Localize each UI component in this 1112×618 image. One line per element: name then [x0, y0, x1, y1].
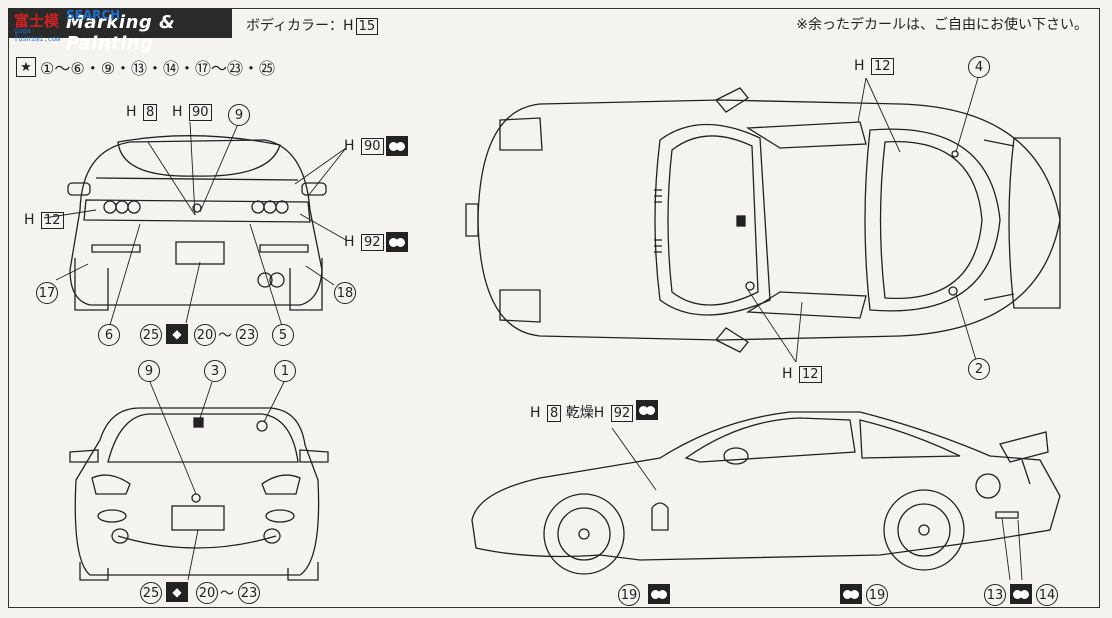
dot-paint-icon	[636, 400, 658, 420]
top-h12-bottom-num: 12	[798, 366, 822, 383]
side-callout-13: 13	[984, 584, 1006, 606]
side-callout-14: 14	[1036, 584, 1058, 606]
arrow-paint-icon: ◆	[166, 582, 188, 602]
top-h12-bottom-label: H 12	[782, 366, 822, 383]
front-callout-9: 9	[138, 360, 160, 382]
side-callout-19a: 19	[618, 584, 640, 606]
front-callout-3: 3	[204, 360, 226, 382]
rear-callout-18: 18	[334, 282, 356, 304]
rear-h12-num: 12	[40, 212, 64, 229]
watermark-search: SEARCH	[66, 8, 121, 22]
top-h12-top-num: 12	[870, 58, 894, 75]
rear-callout-23: 23	[236, 324, 258, 346]
decal-note: ※余ったデカールは、ご自由にお使い下さい。	[796, 17, 1088, 33]
dot-paint-icon	[386, 232, 408, 252]
rear-tilde: ～	[218, 328, 232, 344]
dot-paint-icon	[840, 584, 862, 604]
front-callout-23: 23	[238, 582, 260, 604]
page-title: Marking & Painting	[66, 12, 176, 54]
front-callout-25: 25	[140, 582, 162, 604]
rear-callout-17: 17	[36, 282, 58, 304]
rear-callout-5: 5	[272, 324, 294, 346]
watermark-url: gaga-fushimi.com	[14, 27, 61, 43]
front-tilde: ～	[220, 586, 234, 602]
rear-h8-num: 8	[142, 104, 158, 121]
side-paint-label: H 8 乾燥H 92	[530, 402, 634, 422]
side-dry-label: 乾燥	[565, 405, 594, 421]
header-bar: Marking & Painting	[8, 8, 232, 54]
dot-paint-icon	[386, 136, 408, 156]
side-h8-num: 8	[546, 405, 562, 422]
top-callout-4: 4	[968, 56, 990, 78]
rear-h90-top-num: 90	[188, 104, 212, 121]
rear-callout-6: 6	[98, 324, 120, 346]
rear-h92-num: 92	[360, 234, 384, 251]
rear-h90-right-label: H 90	[344, 138, 384, 155]
rear-h92-label: H 92	[344, 234, 384, 251]
top-h12-top-label: H 12	[854, 58, 894, 75]
body-color-label: ボディカラー：H	[246, 18, 354, 34]
rear-callout-9: 9	[228, 104, 250, 126]
rear-h90-right-num: 90	[360, 138, 384, 155]
arrow-paint-icon: ◆	[166, 324, 188, 344]
rear-callout-25: 25	[140, 324, 162, 346]
dot-paint-icon	[1010, 584, 1032, 604]
diagram-frame	[8, 8, 1100, 608]
dot-paint-icon	[648, 584, 670, 604]
side-h92-num: 92	[610, 405, 634, 422]
watermark-text: 富士模	[14, 12, 60, 30]
front-callout-1: 1	[274, 360, 296, 382]
decal-numbers: ①～⑥・⑨・⑬・⑭・⑰～㉓・㉕	[40, 59, 276, 78]
star-icon: ★	[16, 57, 36, 77]
decal-list: ★ ①～⑥・⑨・⑬・⑭・⑰～㉓・㉕	[16, 55, 275, 79]
front-callout-20: 20	[196, 582, 218, 604]
rear-callout-20: 20	[194, 324, 216, 346]
rear-h90-top-label: H 90	[172, 104, 212, 121]
side-callout-19b: 19	[866, 584, 888, 606]
body-color-num: 15	[355, 18, 379, 35]
rear-h8-label: H 8	[126, 104, 158, 121]
top-callout-2: 2	[968, 358, 990, 380]
rear-h12-label: H 12	[24, 212, 64, 229]
watermark-logo: 富士模 gaga-fushimi.com SEARCH	[14, 8, 120, 43]
